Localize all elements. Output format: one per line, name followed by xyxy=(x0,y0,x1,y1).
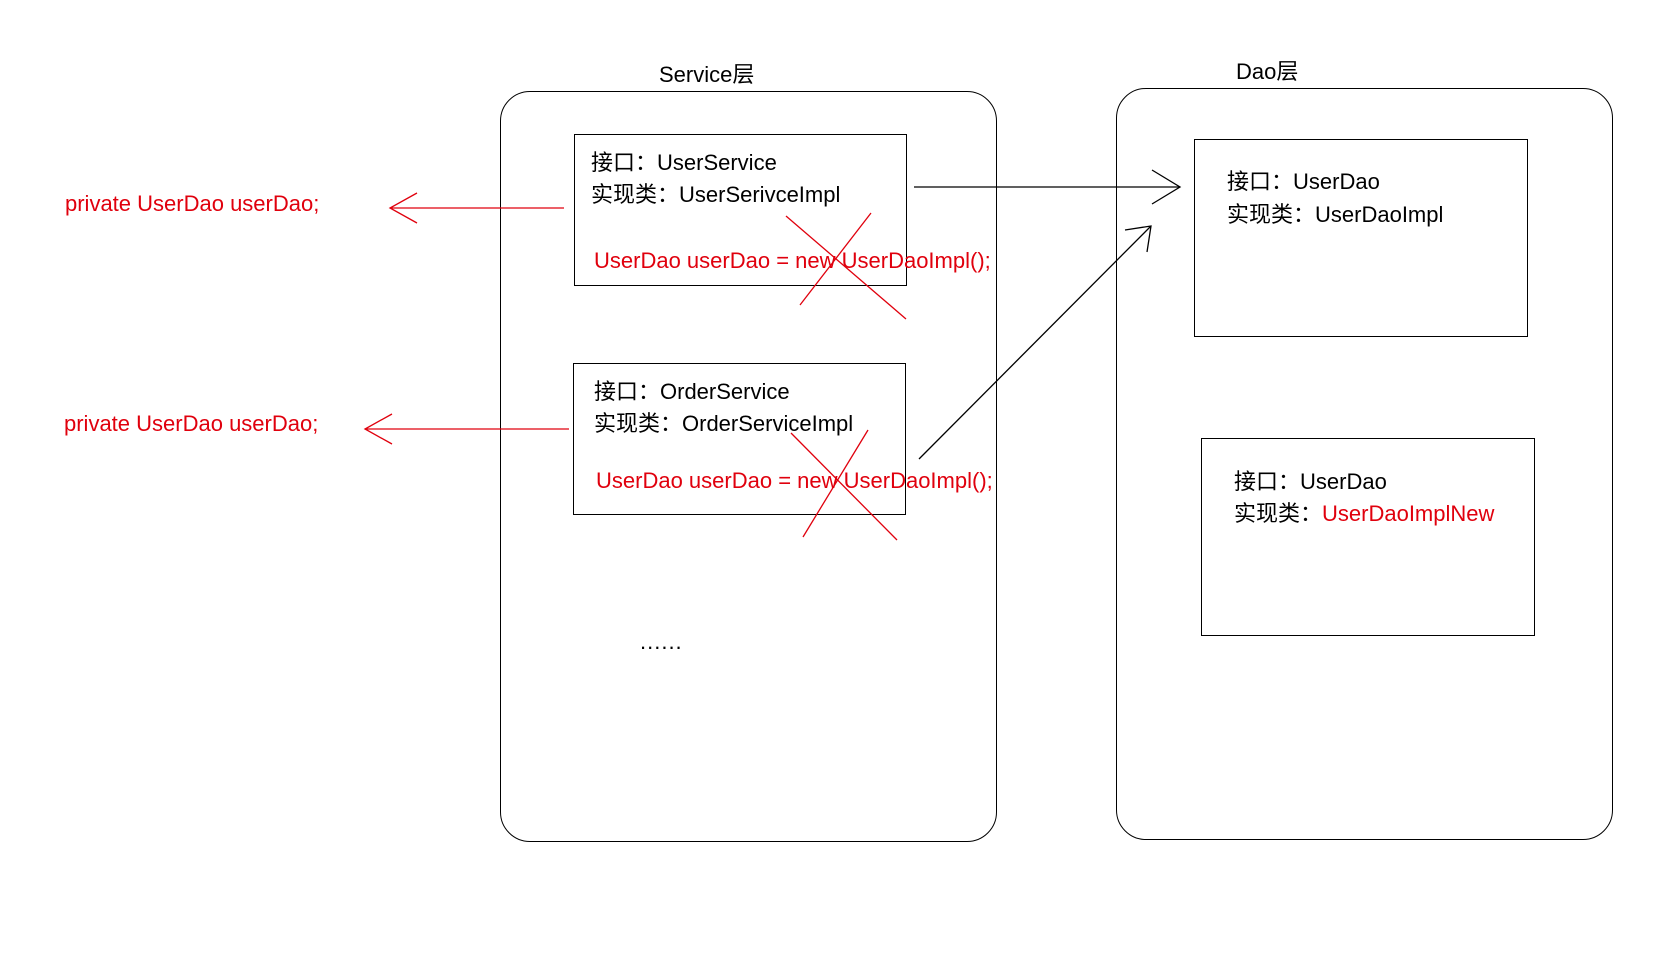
strike-cross-2 xyxy=(790,429,898,541)
order-service-interface-label: 接口：OrderService xyxy=(594,379,790,404)
user-service-interface-label: 接口：UserService xyxy=(591,150,777,175)
service-layer-panel xyxy=(500,91,997,842)
service-layer-title: Service层 xyxy=(659,62,755,87)
user-dao-impl-name: UserDaoImpl xyxy=(1315,202,1444,227)
user-service-impl-label: 实现类：UserSerivceImpl xyxy=(591,182,841,207)
user-dao-impl-new-box xyxy=(1201,438,1535,636)
user-dao-impl-label: 实现类：UserDaoImpl xyxy=(1227,199,1443,231)
user-dao-new-interface-label: 接口：UserDao xyxy=(1234,469,1387,494)
user-dao-impl-box xyxy=(1194,139,1528,337)
user-dao-interface-label: 接口：UserDao xyxy=(1227,169,1380,194)
user-dao-impl-prefix: 实现类： xyxy=(1227,202,1316,227)
injection-arrow-2 xyxy=(363,413,569,445)
more-services-ellipsis: ...... xyxy=(640,629,683,654)
order-service-code-line: UserDao userDao = new UserDaoImpl(); xyxy=(596,468,993,493)
user-dao-new-impl-name: UserDaoImplNew xyxy=(1322,501,1495,526)
dependency-arrow-1 xyxy=(914,169,1182,205)
user-dao-new-impl-label: 实现类：UserDaoImplNew xyxy=(1234,498,1494,530)
order-service-box xyxy=(573,363,906,515)
private-field-note-1: private UserDao userDao; xyxy=(65,191,320,216)
user-service-code-line: UserDao userDao = new UserDaoImpl(); xyxy=(594,248,991,273)
user-service-box xyxy=(574,134,907,286)
strike-cross-1 xyxy=(785,212,907,320)
dependency-arrow-2 xyxy=(918,225,1152,460)
user-dao-new-impl-prefix: 实现类： xyxy=(1234,501,1323,526)
injection-arrow-1 xyxy=(388,192,564,224)
order-service-impl-label: 实现类：OrderServiceImpl xyxy=(594,411,854,436)
dao-layer-title: Dao层 xyxy=(1236,59,1299,84)
dao-layer-panel xyxy=(1116,88,1613,840)
private-field-note-2: private UserDao userDao; xyxy=(64,411,319,436)
